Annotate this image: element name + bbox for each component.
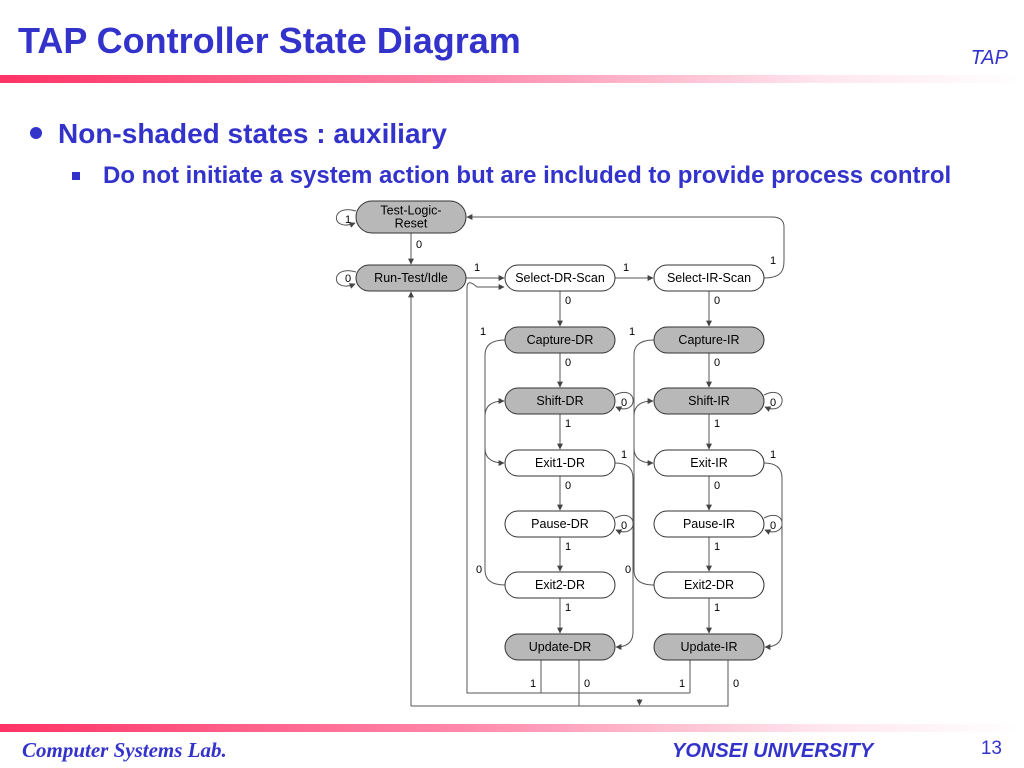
state-label-rti: Run-Test/Idle (374, 271, 448, 285)
state-shir: Shift-IR (653, 387, 765, 415)
state-label-shir: Shift-IR (688, 394, 730, 408)
footer-university: YONSEI UNIVERSITY (672, 740, 874, 762)
label-shir-e1ir: 1 (714, 418, 720, 430)
label-shir-self: 0 (770, 397, 776, 409)
label-udr-sdr: 1 (530, 678, 536, 690)
state-e1dr: Exit1-DR (504, 449, 616, 477)
state-rti: Run-Test/Idle (355, 264, 467, 292)
state-cdr: Capture-DR (504, 326, 616, 354)
label-uir-sdr: 1 (679, 678, 685, 690)
label-e2dr-shdr: 0 (476, 564, 482, 576)
edge-cdr-e1dr (484, 339, 506, 466)
state-pir: Pause-IR (653, 510, 765, 538)
state-uir: Update-IR (653, 633, 765, 661)
label-sir-tlr: 1 (770, 255, 776, 267)
label-pir-e2ir: 1 (714, 541, 720, 553)
label-e2dr-udr: 1 (565, 602, 571, 614)
label-shdr-e1dr: 1 (565, 418, 571, 430)
label-shdr-self: 0 (621, 397, 627, 409)
edge-sir-tlr (466, 214, 785, 279)
state-sir: Select-IR-Scan (653, 264, 765, 292)
bullet-level2-text: Do not initiate a system action but are … (103, 162, 952, 189)
state-label-udr: Update-DR (529, 640, 592, 654)
state-udr: Update-DR (504, 633, 616, 661)
edge-e2ir-shir (633, 398, 655, 586)
edge-uir-rti (411, 660, 729, 707)
page-number: 13 (980, 738, 1002, 759)
label-cdr-shdr: 0 (565, 357, 571, 369)
edge-e2dr-shdr (484, 398, 506, 586)
state-label-cir: Capture-IR (678, 333, 739, 347)
state-label-cdr: Capture-DR (527, 333, 594, 347)
label-rti-sdr: 1 (474, 262, 480, 274)
bullet-level2: Do not initiate a system action but are … (72, 160, 1012, 191)
state-label-sir: Select-IR-Scan (667, 271, 751, 285)
bullet-square-icon (72, 172, 80, 180)
label-cdr-e1dr: 1 (480, 326, 486, 338)
state-label-pir: Pause-IR (683, 517, 735, 531)
state-label-e1ir: Exit-IR (690, 456, 728, 470)
state-sdr: Select-DR-Scan (504, 264, 616, 292)
edge-shdr-self (614, 392, 634, 412)
header-divider (0, 75, 1024, 83)
edge-tlr-self (335, 209, 357, 228)
bullet-level1: Non-shaded states : auxiliary (30, 118, 447, 150)
label-tlr-rti: 0 (416, 239, 422, 251)
label-uir-rti: 0 (733, 678, 739, 690)
label-udr-rti: 0 (584, 678, 590, 690)
bullet-level1-text: Non-shaded states : auxiliary (58, 118, 448, 149)
state-e2ir: Exit2-DR (653, 571, 765, 599)
label-e1ir-uir: 1 (770, 449, 776, 461)
label-e1dr-pdr: 0 (565, 480, 571, 492)
state-cir: Capture-IR (653, 326, 765, 354)
label-e2ir-shir: 0 (625, 564, 631, 576)
label-sir-cir: 0 (714, 295, 720, 307)
edge-shir-self (763, 392, 783, 412)
slide-title: TAP Controller State Diagram (18, 20, 521, 61)
edge-e1ir-uir (763, 462, 783, 650)
state-pdr: Pause-DR (504, 510, 616, 538)
label-e1ir-pir: 0 (714, 480, 720, 492)
state-shdr: Shift-DR (504, 387, 616, 415)
label-e1dr-udr: 1 (621, 449, 627, 461)
label-e2ir-uir: 1 (714, 602, 720, 614)
edge-e1dr-udr (614, 462, 634, 650)
state-tlr: Test-Logic-Reset (355, 200, 467, 234)
state-e1ir: Exit-IR (653, 449, 765, 477)
label-pir-self: 0 (770, 520, 776, 532)
state-label-e2dr: Exit2-DR (535, 578, 585, 592)
label-sdr-cdr: 0 (565, 295, 571, 307)
state-label-e1dr: Exit1-DR (535, 456, 585, 470)
edge-bus-sdr (466, 282, 690, 694)
footer-divider (0, 724, 1024, 732)
label-tlr-self: 1 (345, 214, 351, 226)
state-label-shdr: Shift-DR (536, 394, 583, 408)
bullet-dot-icon (30, 126, 42, 139)
label-cir-e1ir: 1 (629, 326, 635, 338)
label-sdr-sir: 1 (623, 262, 629, 274)
state-label-uir: Update-IR (681, 640, 738, 654)
state-label-sdr: Select-DR-Scan (515, 271, 605, 285)
edge-rti-self (335, 270, 357, 289)
state-label-e2ir: Exit2-DR (684, 578, 734, 592)
section-tag: TAP (970, 47, 1008, 69)
edge-cir-e1ir (633, 339, 655, 466)
label-pdr-e2dr: 1 (565, 541, 571, 553)
label-pdr-self: 0 (621, 520, 627, 532)
label-cir-shir: 0 (714, 357, 720, 369)
state-label-pdr: Pause-DR (531, 517, 589, 531)
state-label-tlr: Reset (395, 217, 428, 231)
footer-lab-name: Computer Systems Lab. (22, 738, 227, 762)
label-rti-self: 0 (345, 273, 351, 285)
state-label-tlr: Test-Logic- (380, 204, 441, 218)
state-e2dr: Exit2-DR (504, 571, 616, 599)
